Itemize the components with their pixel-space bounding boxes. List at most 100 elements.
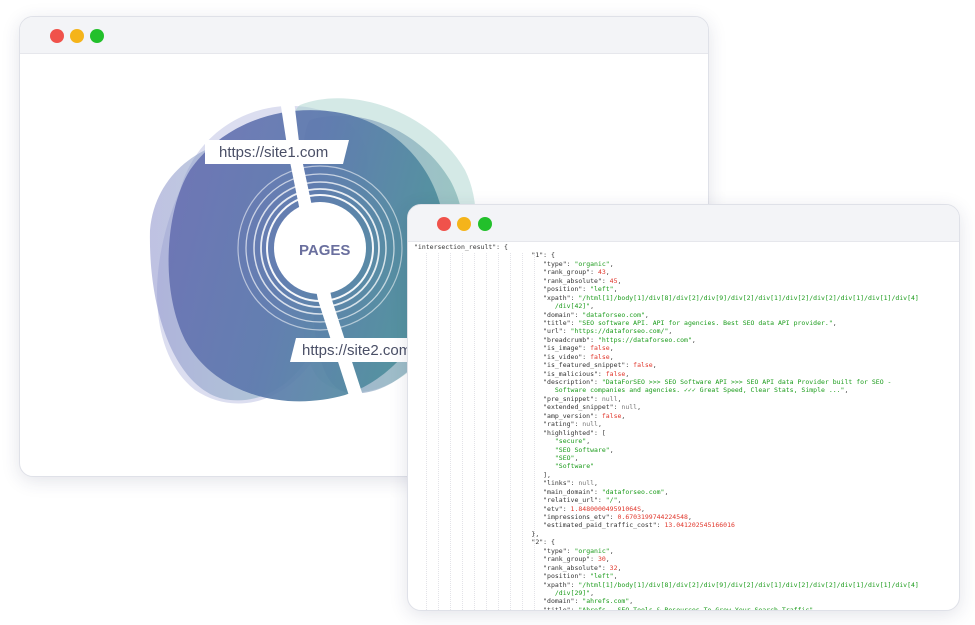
code-token: , — [590, 302, 595, 311]
code-token: "1": { — [414, 251, 555, 260]
code-line: "domain": "dataforseo.com", — [414, 311, 955, 319]
code-line: "is_malicious": false, — [414, 370, 955, 378]
code-token: "dataforseo.com" — [601, 487, 665, 496]
code-line: }, — [414, 530, 955, 538]
code-line: "SEO Software", — [414, 446, 955, 454]
code-token: 30 — [597, 555, 606, 564]
code-line: "impressions_etv": 0.6703199744224548, — [414, 513, 955, 521]
code-token: , — [609, 352, 614, 361]
code-token: , — [832, 318, 837, 327]
code-token: "rank_absolute": — [414, 276, 610, 285]
code-line: "highlighted": [ — [414, 429, 955, 437]
code-line: "is_video": false, — [414, 353, 955, 361]
code-line: "is_image": false, — [414, 344, 955, 352]
code-token: 13.041202545166016 — [664, 521, 735, 530]
code-line: /div[29]", — [414, 589, 955, 597]
code-token: "left" — [590, 572, 614, 581]
code-token: , — [609, 445, 614, 454]
code-token: "SEO software API. API for agencies. Bes… — [578, 318, 833, 327]
code-token: "position": — [414, 285, 591, 294]
code-token: , — [621, 411, 626, 420]
code-token: 32 — [609, 563, 618, 572]
code-token: , — [617, 563, 622, 572]
code-token: "title": — [414, 605, 579, 610]
code-token: "2": { — [414, 538, 555, 547]
code-token: "is_featured_snippet": — [414, 361, 634, 370]
json-window: "intersection_result": { "1": { "type": … — [407, 204, 960, 611]
code-token: "/" — [605, 496, 618, 505]
code-token: "links": — [414, 479, 579, 488]
code-token — [414, 454, 555, 462]
code-token: false — [633, 361, 653, 370]
code-token: /div[42]" — [414, 302, 591, 311]
code-line: "2": { — [414, 538, 955, 546]
code-token: , — [664, 487, 669, 496]
json-window-titlebar — [408, 205, 959, 242]
code-token: "Ahrefs - SEO Tools & Resources To Grow … — [578, 605, 814, 610]
code-line: "domain": "ahrefs.com", — [414, 597, 955, 605]
code-token: , — [594, 479, 598, 488]
site2-label: https://site2.com — [302, 342, 412, 359]
code-token: "rank_absolute": — [414, 563, 610, 572]
code-line: "relative_url": "/", — [414, 496, 955, 504]
code-token: "estimated_paid_traffic_cost": — [414, 521, 665, 530]
code-token: "description": — [414, 378, 602, 386]
pages-window-titlebar — [20, 17, 708, 54]
code-line: "url": "https://dataforseo.com/", — [414, 327, 955, 335]
code-token: "title": — [414, 318, 579, 327]
code-line: "is_featured_snippet": false, — [414, 361, 955, 369]
code-token: , — [613, 572, 618, 581]
code-token: "main_domain": — [414, 487, 602, 496]
code-line: "breadcrumb": "https://dataforseo.com", — [414, 336, 955, 344]
code-line: "main_domain": "dataforseo.com", — [414, 488, 955, 496]
close-window-button[interactable] — [437, 217, 451, 231]
code-token: , — [605, 268, 610, 277]
close-window-button[interactable] — [50, 29, 64, 43]
minimize-window-button[interactable] — [457, 217, 471, 231]
json-code-view[interactable]: "intersection_result": { "1": { "type": … — [414, 243, 955, 610]
code-token: }, — [414, 529, 540, 538]
code-line: ], — [414, 471, 955, 479]
code-line: "intersection_result": { — [414, 243, 955, 251]
code-token: "dataforseo.com" — [582, 310, 645, 319]
code-line: "rating": null, — [414, 420, 955, 428]
code-token: , — [597, 420, 602, 429]
code-token: "xpath": — [414, 580, 579, 589]
code-token: false — [605, 369, 626, 378]
code-token: "position": — [414, 572, 591, 581]
code-token: "organic" — [574, 259, 610, 268]
code-token: "relative_url": — [414, 496, 606, 505]
code-token: , — [609, 259, 614, 268]
code-token: , — [844, 386, 849, 395]
code-token: "etv": — [414, 504, 571, 513]
code-token: 0.6703199744224548 — [617, 513, 688, 521]
code-token: "/html[1]/body[1]/div[8]/div[2]/div[9]/d… — [578, 293, 919, 302]
code-line: "SEO", — [414, 454, 955, 462]
code-line: "Software" — [414, 462, 955, 470]
code-line: "rank_absolute": 45, — [414, 277, 955, 285]
code-token — [414, 462, 555, 470]
code-token: "SEO Software" — [554, 445, 610, 454]
code-token: , — [813, 605, 818, 610]
code-line: "rank_group": 30, — [414, 555, 955, 563]
code-token: 1.848000049591064S — [570, 504, 641, 513]
code-token: /div[29]" — [414, 588, 591, 597]
code-token: "/html[1]/body[1]/div[8]/div[2]/div[9]/d… — [578, 580, 919, 589]
code-token: "organic" — [574, 546, 610, 555]
minimize-window-button[interactable] — [70, 29, 84, 43]
code-line: /div[42]", — [414, 302, 955, 310]
code-token: , — [652, 361, 657, 370]
code-token: "secure" — [554, 437, 587, 446]
code-token: "https://dataforseo.com/" — [570, 327, 669, 336]
code-line: "title": "SEO software API. API for agen… — [414, 319, 955, 327]
code-token: , — [617, 394, 622, 403]
code-token: "intersection_result": { — [414, 243, 508, 251]
code-token: null — [582, 420, 598, 429]
maximize-window-button[interactable] — [90, 29, 104, 43]
code-line: "type": "organic", — [414, 260, 955, 268]
maximize-window-button[interactable] — [478, 217, 492, 231]
code-token: "url": — [414, 327, 571, 336]
code-token: "pre_snippet": — [414, 394, 602, 403]
code-line: Software companies and agencies. ✓✓✓ Gre… — [414, 386, 955, 394]
code-token: , — [605, 555, 610, 564]
